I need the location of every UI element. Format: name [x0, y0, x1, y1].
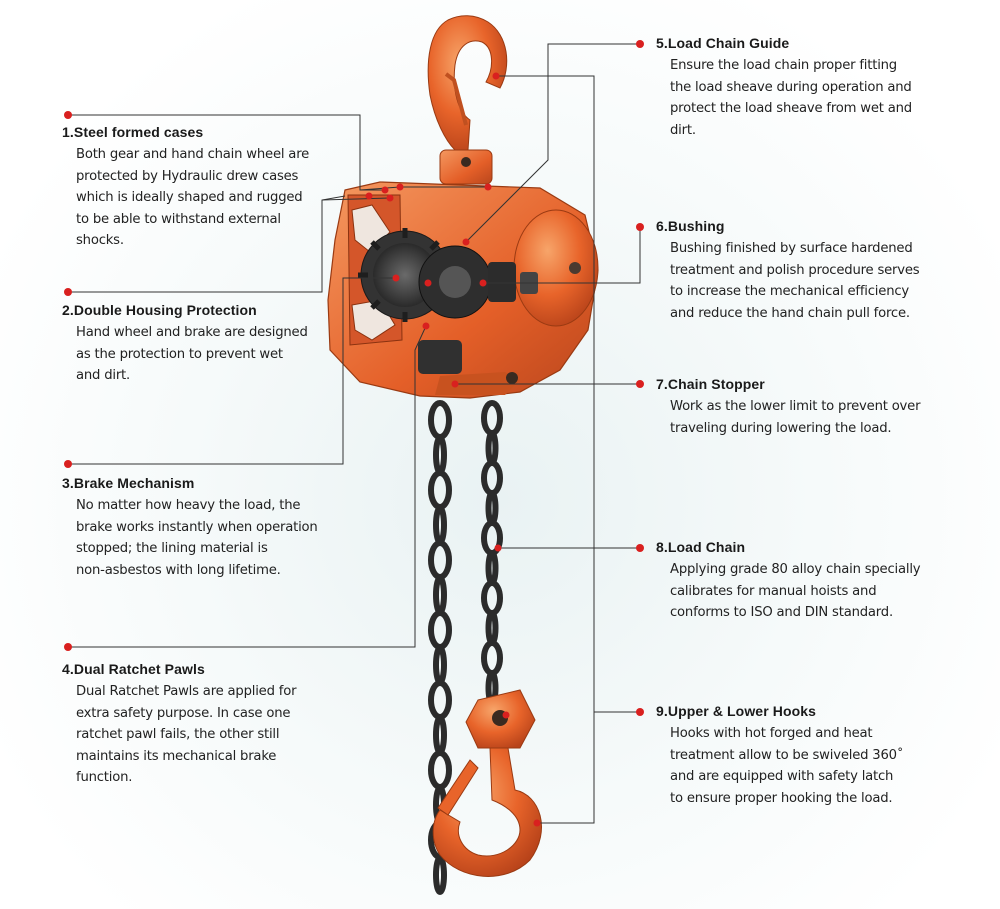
feature-title: 5.Load Chain Guide — [656, 35, 790, 51]
description-line: No matter how heavy the load, the — [76, 498, 301, 513]
callout-dot-4 — [64, 643, 72, 651]
feature-title: 9.Upper & Lower Hooks — [656, 703, 817, 719]
callout-dots — [64, 40, 644, 827]
feature-title: 6.Bushing — [656, 218, 725, 234]
feature-title: 3.Brake Mechanism — [62, 475, 195, 491]
description-line: dirt. — [670, 122, 696, 138]
description-line: Work as the lower limit to prevent over — [670, 399, 921, 414]
description-line: function. — [76, 770, 133, 785]
description-line: and reduce the hand chain pull force. — [670, 305, 910, 321]
description-line: to be able to withstand external — [76, 211, 281, 227]
description-line: shocks. — [76, 233, 124, 248]
feature-title: 1.Steel formed cases — [62, 124, 204, 140]
description-line: Dual Ratchet Pawls are applied for — [76, 684, 297, 699]
upper-hook — [427, 15, 508, 185]
description-line: protect the load sheave from wet and — [670, 101, 912, 116]
feature-title: 7.Chain Stopper — [656, 376, 765, 392]
description-line: extra safety purpose. In case one — [76, 705, 291, 721]
description-line: the load sheave during operation and — [670, 79, 912, 95]
feature-description: Ensure the load chain proper fitting the… — [670, 55, 926, 141]
description-line: non-asbestos with long lifetime. — [76, 562, 281, 578]
feature-title: 8.Load Chain — [656, 539, 746, 555]
feature-title: 4.Dual Ratchet Pawls — [62, 661, 205, 677]
description-line: and are equipped with safety latch — [670, 769, 894, 784]
callout-dual-ratchet-pawls: 4.Dual Ratchet Pawls Dual Ratchet Pawls … — [62, 661, 332, 789]
lower-hook — [432, 689, 542, 877]
callout-load-chain-guide: 5.Load Chain Guide Ensure the load chain… — [656, 35, 926, 141]
description-line: which is ideally shaped and rugged — [76, 190, 303, 205]
callout-dot-8 — [636, 544, 644, 552]
description-line: to ensure proper hooking the load. — [670, 790, 893, 806]
description-line: ratchet pawl fails, the other still — [76, 727, 280, 742]
callout-dot-7 — [636, 380, 644, 388]
description-line: as the protection to prevent wet — [76, 346, 283, 362]
callout-double-housing-protection: 2.Double Housing Protection Hand wheel a… — [62, 302, 332, 387]
feature-title: 2.Double Housing Protection — [62, 302, 257, 318]
feature-description: No matter how heavy the load, the brake … — [76, 495, 332, 581]
callout-upper-lower-hooks: 9.Upper & Lower Hooks Hooks with hot for… — [656, 703, 926, 809]
feature-description: Both gear and hand chain wheel are prote… — [76, 144, 332, 252]
description-line: Ensure the load chain proper fitting — [670, 58, 897, 73]
feature-description: Hooks with hot forged and heat treatment… — [670, 723, 926, 809]
description-line: Applying grade 80 alloy chain specially — [670, 562, 921, 577]
callout-dot-1 — [64, 111, 72, 119]
description-line: Bushing finished by surface hardened — [670, 241, 913, 256]
callout-bushing: 6.Bushing Bushing finished by surface ha… — [656, 218, 926, 324]
description-line: traveling during lowering the load. — [670, 420, 892, 436]
description-line: stopped; the lining material is — [76, 541, 268, 556]
hoist-body — [327, 181, 599, 399]
feature-description: Dual Ratchet Pawls are applied for extra… — [76, 681, 332, 789]
callout-brake-mechanism: 3.Brake Mechanism No matter how heavy th… — [62, 475, 332, 581]
callout-dot-2 — [64, 288, 72, 296]
description-line: and dirt. — [76, 368, 131, 383]
feature-description: Applying grade 80 alloy chain specially … — [670, 559, 926, 624]
leader-lines — [68, 43, 641, 824]
description-line: Hand wheel and brake are designed — [76, 325, 308, 340]
description-line: conforms to ISO and DIN standard. — [670, 605, 893, 620]
description-line: brake works instantly when operation — [76, 519, 318, 535]
callout-dot-6 — [636, 223, 644, 231]
description-line: Hooks with hot forged and heat — [670, 726, 873, 741]
callout-steel-formed-cases: 1.Steel formed cases Both gear and hand … — [62, 124, 332, 252]
callout-dot-5 — [636, 40, 644, 48]
load-chain-right — [481, 400, 503, 706]
description-line: maintains its mechanical brake — [76, 748, 277, 764]
description-line: treatment allow to be swiveled 360˚ — [670, 747, 904, 763]
callout-load-chain: 8.Load Chain Applying grade 80 alloy cha… — [656, 539, 926, 624]
description-line: Both gear and hand chain wheel are — [76, 147, 310, 162]
feature-description: Hand wheel and brake are designed as the… — [76, 322, 332, 387]
description-line: calibrates for manual hoists and — [670, 583, 877, 599]
description-line: treatment and polish procedure serves — [670, 262, 920, 278]
callout-dot-3 — [64, 460, 72, 468]
description-line: to increase the mechanical efficiency — [670, 284, 910, 299]
feature-description: Work as the lower limit to prevent over … — [670, 396, 926, 439]
callout-dot-9 — [636, 708, 644, 716]
callout-chain-stopper: 7.Chain Stopper Work as the lower limit … — [656, 376, 926, 439]
description-line: protected by Hydraulic drew cases — [76, 168, 299, 184]
feature-description: Bushing finished by surface hardened tre… — [670, 238, 926, 324]
